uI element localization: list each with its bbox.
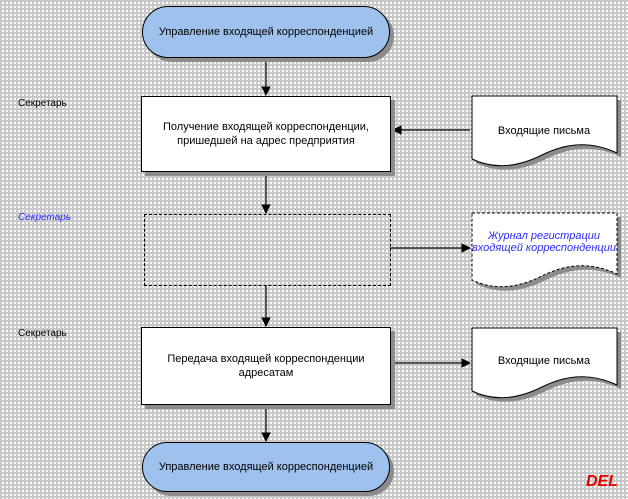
document-incoming-letters-1-text: Входящие письма xyxy=(497,125,591,137)
document-journal[interactable]: Журнал регистрации входящей корреспонден… xyxy=(471,212,626,297)
role-label-secretary-italic: Секретарь xyxy=(18,212,72,223)
document-journal-text: Журнал регистрации входящей корреспонден… xyxy=(472,230,616,254)
document-shape xyxy=(471,95,621,170)
end-terminator[interactable]: Управление входящей корреспонденцией xyxy=(142,442,390,492)
document-incoming-letters-1[interactable]: Входящие письма xyxy=(471,95,626,175)
process-transfer-text: Передача входящей корреспонденции адреса… xyxy=(167,353,365,379)
document-shape xyxy=(471,327,621,402)
process-register[interactable] xyxy=(144,214,391,286)
document-incoming-letters-2[interactable]: Входящие письма xyxy=(471,327,626,407)
process-transfer[interactable]: Передача входящей корреспонденции адреса… xyxy=(141,327,391,405)
process-receive-text: Получение входящей корреспонденции, приш… xyxy=(163,121,369,147)
start-terminator[interactable]: Управление входящей корреспонденцией xyxy=(142,6,390,58)
document-incoming-letters-2-text: Входящие письма xyxy=(497,355,591,367)
role-label-secretary: Секретарь xyxy=(18,98,67,109)
document-shape xyxy=(471,212,621,291)
role-label-secretary-2: Секретарь xyxy=(18,328,67,339)
process-receive[interactable]: Получение входящей корреспонденции, приш… xyxy=(141,96,391,172)
del-logo: DEL xyxy=(586,473,618,490)
